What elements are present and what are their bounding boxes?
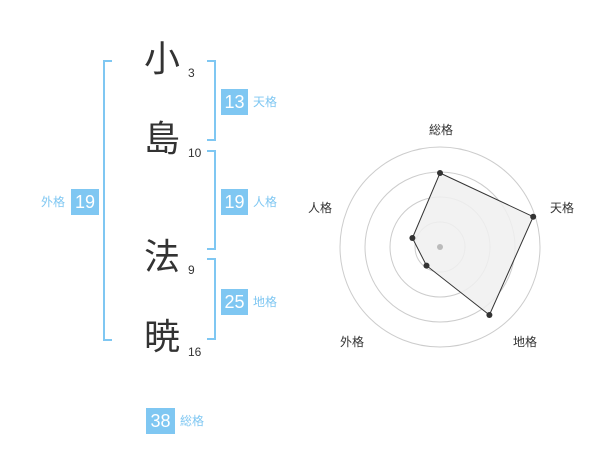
- stroke-count-3: 9: [188, 263, 195, 277]
- stroke-count-1: 3: [188, 66, 195, 80]
- radar-ring-4: [339, 146, 541, 348]
- radar-axis-label-jinkaku: 人格: [308, 200, 332, 215]
- radar-axis-label-soukaku: 総格: [429, 122, 453, 137]
- radar-center-dot: [437, 244, 443, 250]
- stroke-count-4: 16: [188, 345, 202, 359]
- gaikaku-value: 19: [71, 189, 99, 215]
- radar-axis-label-tenkaku: 天格: [550, 200, 574, 215]
- name-char-3: 法: [143, 237, 180, 278]
- radar-point-3: [423, 262, 430, 269]
- tenkaku-bracket: [207, 60, 216, 141]
- stroke-count-2: 10: [188, 146, 202, 160]
- radar-point-1: [530, 213, 537, 220]
- jinkaku-value: 19: [221, 189, 248, 215]
- radar-axis-label-gaikaku: 外格: [340, 334, 364, 349]
- gaikaku-label: 外格: [41, 195, 66, 209]
- chikaku-value: 25: [221, 289, 248, 315]
- soukaku-label: 総格: [180, 414, 205, 428]
- gaikaku-bracket: [103, 60, 112, 341]
- tenkaku-label: 天格: [253, 95, 278, 109]
- chikaku-bracket: [207, 258, 216, 340]
- name-char-1: 小: [143, 39, 180, 80]
- radar-point-2: [486, 312, 493, 318]
- tenkaku-value: 13: [221, 89, 248, 115]
- radar-chart: 総格 天格 地格 外格 人格: [308, 122, 574, 349]
- radar-point-0: [437, 170, 443, 176]
- name-char-4: 暁: [143, 317, 180, 358]
- chikaku-label: 地格: [253, 295, 278, 309]
- radar-series-polygon: [411, 172, 534, 316]
- radar-points: [409, 170, 537, 318]
- name-char-2: 島: [143, 119, 180, 160]
- radar-point-4: [409, 235, 416, 241]
- jinkaku-bracket: [207, 150, 216, 250]
- jinkaku-label: 人格: [253, 195, 278, 209]
- radar-axis-label-chikaku: 地格: [513, 334, 537, 349]
- soukaku-value: 38: [146, 408, 175, 434]
